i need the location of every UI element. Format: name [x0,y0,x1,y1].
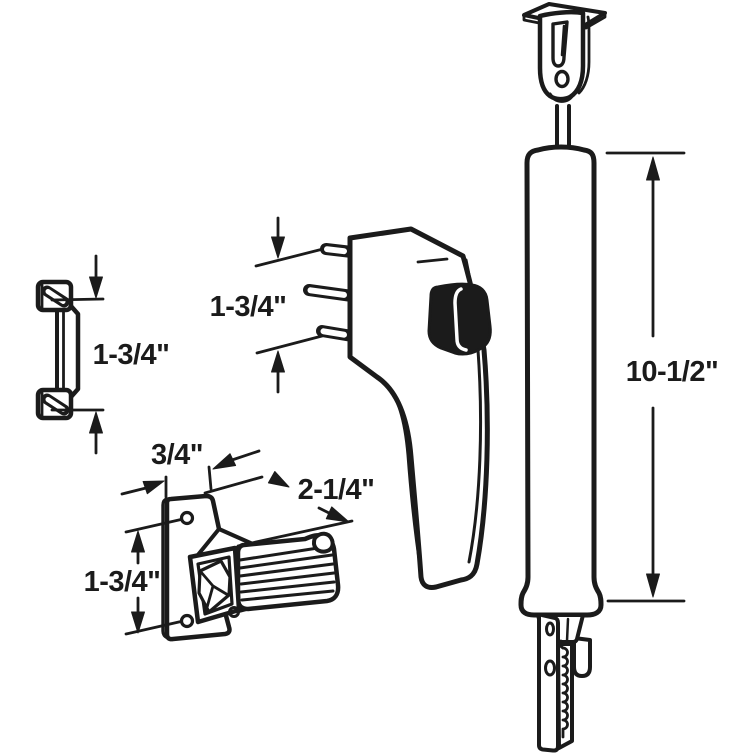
closer-bracket-hole-top [545,621,555,637]
handle-hole-spacing-label: 1-3/4" [210,291,287,323]
latch-width-dimension: 3/4" [120,439,261,499]
closer-length-dimension: 10-1/2" [605,151,719,603]
handle-push-button [427,282,492,356]
latch-projection-line-lower [236,519,354,548]
latch-width-tick-right [207,465,213,491]
closer-cylinder-tube [518,144,604,618]
latch-hole-spacing-dimension: 1-3/4" [84,530,161,634]
latch-lever-curl [312,531,335,554]
latch-bottom-screw-hole [179,613,195,629]
closer-length-label: 10-1/2" [626,356,718,388]
latch-dim-bottom-ext-line [124,620,183,636]
latch-lever-ribs [238,544,336,602]
keeper-dim-top-tick [50,297,105,302]
latch-dim-top-ext-line [124,518,183,534]
handle-dimension: 1-3/4" [210,216,325,394]
handle-inner-left-line [382,380,423,574]
keeper-dimension: 1-3/4" [50,254,170,455]
closer-dim-up-arrow [646,156,660,181]
handle-dim-top-tick [254,247,325,268]
keeper-bracket-drawing [35,279,81,421]
latch-dim-up-arrow [131,530,145,553]
keeper-height-label: 1-3/4" [93,339,170,371]
latch-width-label: 3/4" [151,439,203,471]
closer-rod-bracket-side [577,15,591,95]
closer-piston-rod [555,104,571,154]
latch-projection-dimension: 2-1/4" [203,471,375,548]
handle-body [347,226,490,590]
closer-serrated-rod [556,642,574,750]
latch-projection-arrow-lower [325,506,350,523]
latch-projection-label: 2-1/4" [298,474,375,506]
closer-pivot-arc [548,92,575,103]
closer-serration-scallops [561,646,569,739]
handle-top-crease [416,257,449,264]
keeper-dim-down-arrow [89,276,103,299]
latch-top-screw-hole [179,510,195,526]
latch-hole-spacing-label: 1-3/4" [84,566,161,598]
handle-dim-up-arrow [271,350,285,373]
latch-projection-arrow-upper [267,471,290,488]
closer-hold-open-tab [572,636,592,678]
handle-dim-bottom-tick [255,334,324,355]
keeper-dim-up-arrow [89,411,103,434]
closer-dim-down-arrow [646,573,660,598]
handle-dim-down-arrow [271,236,285,259]
keeper-bridge-right-edge [67,302,81,401]
handle-push-button-bevel [453,287,468,352]
latch-strike-drawing [124,493,341,642]
latch-width-arrow-left [142,480,165,495]
latch-projection-line-upper [203,475,264,495]
latch-dim-down-arrow [131,611,145,634]
closer-bracket-hole-bottom [544,659,556,677]
latch-width-arrow-right [212,453,237,470]
closer-pin-hole [554,69,570,89]
latch-plate-side-edge [161,497,170,640]
push-button-handle-drawing [303,226,492,590]
door-closer-drawing [518,2,607,753]
latch-pin [228,606,240,618]
